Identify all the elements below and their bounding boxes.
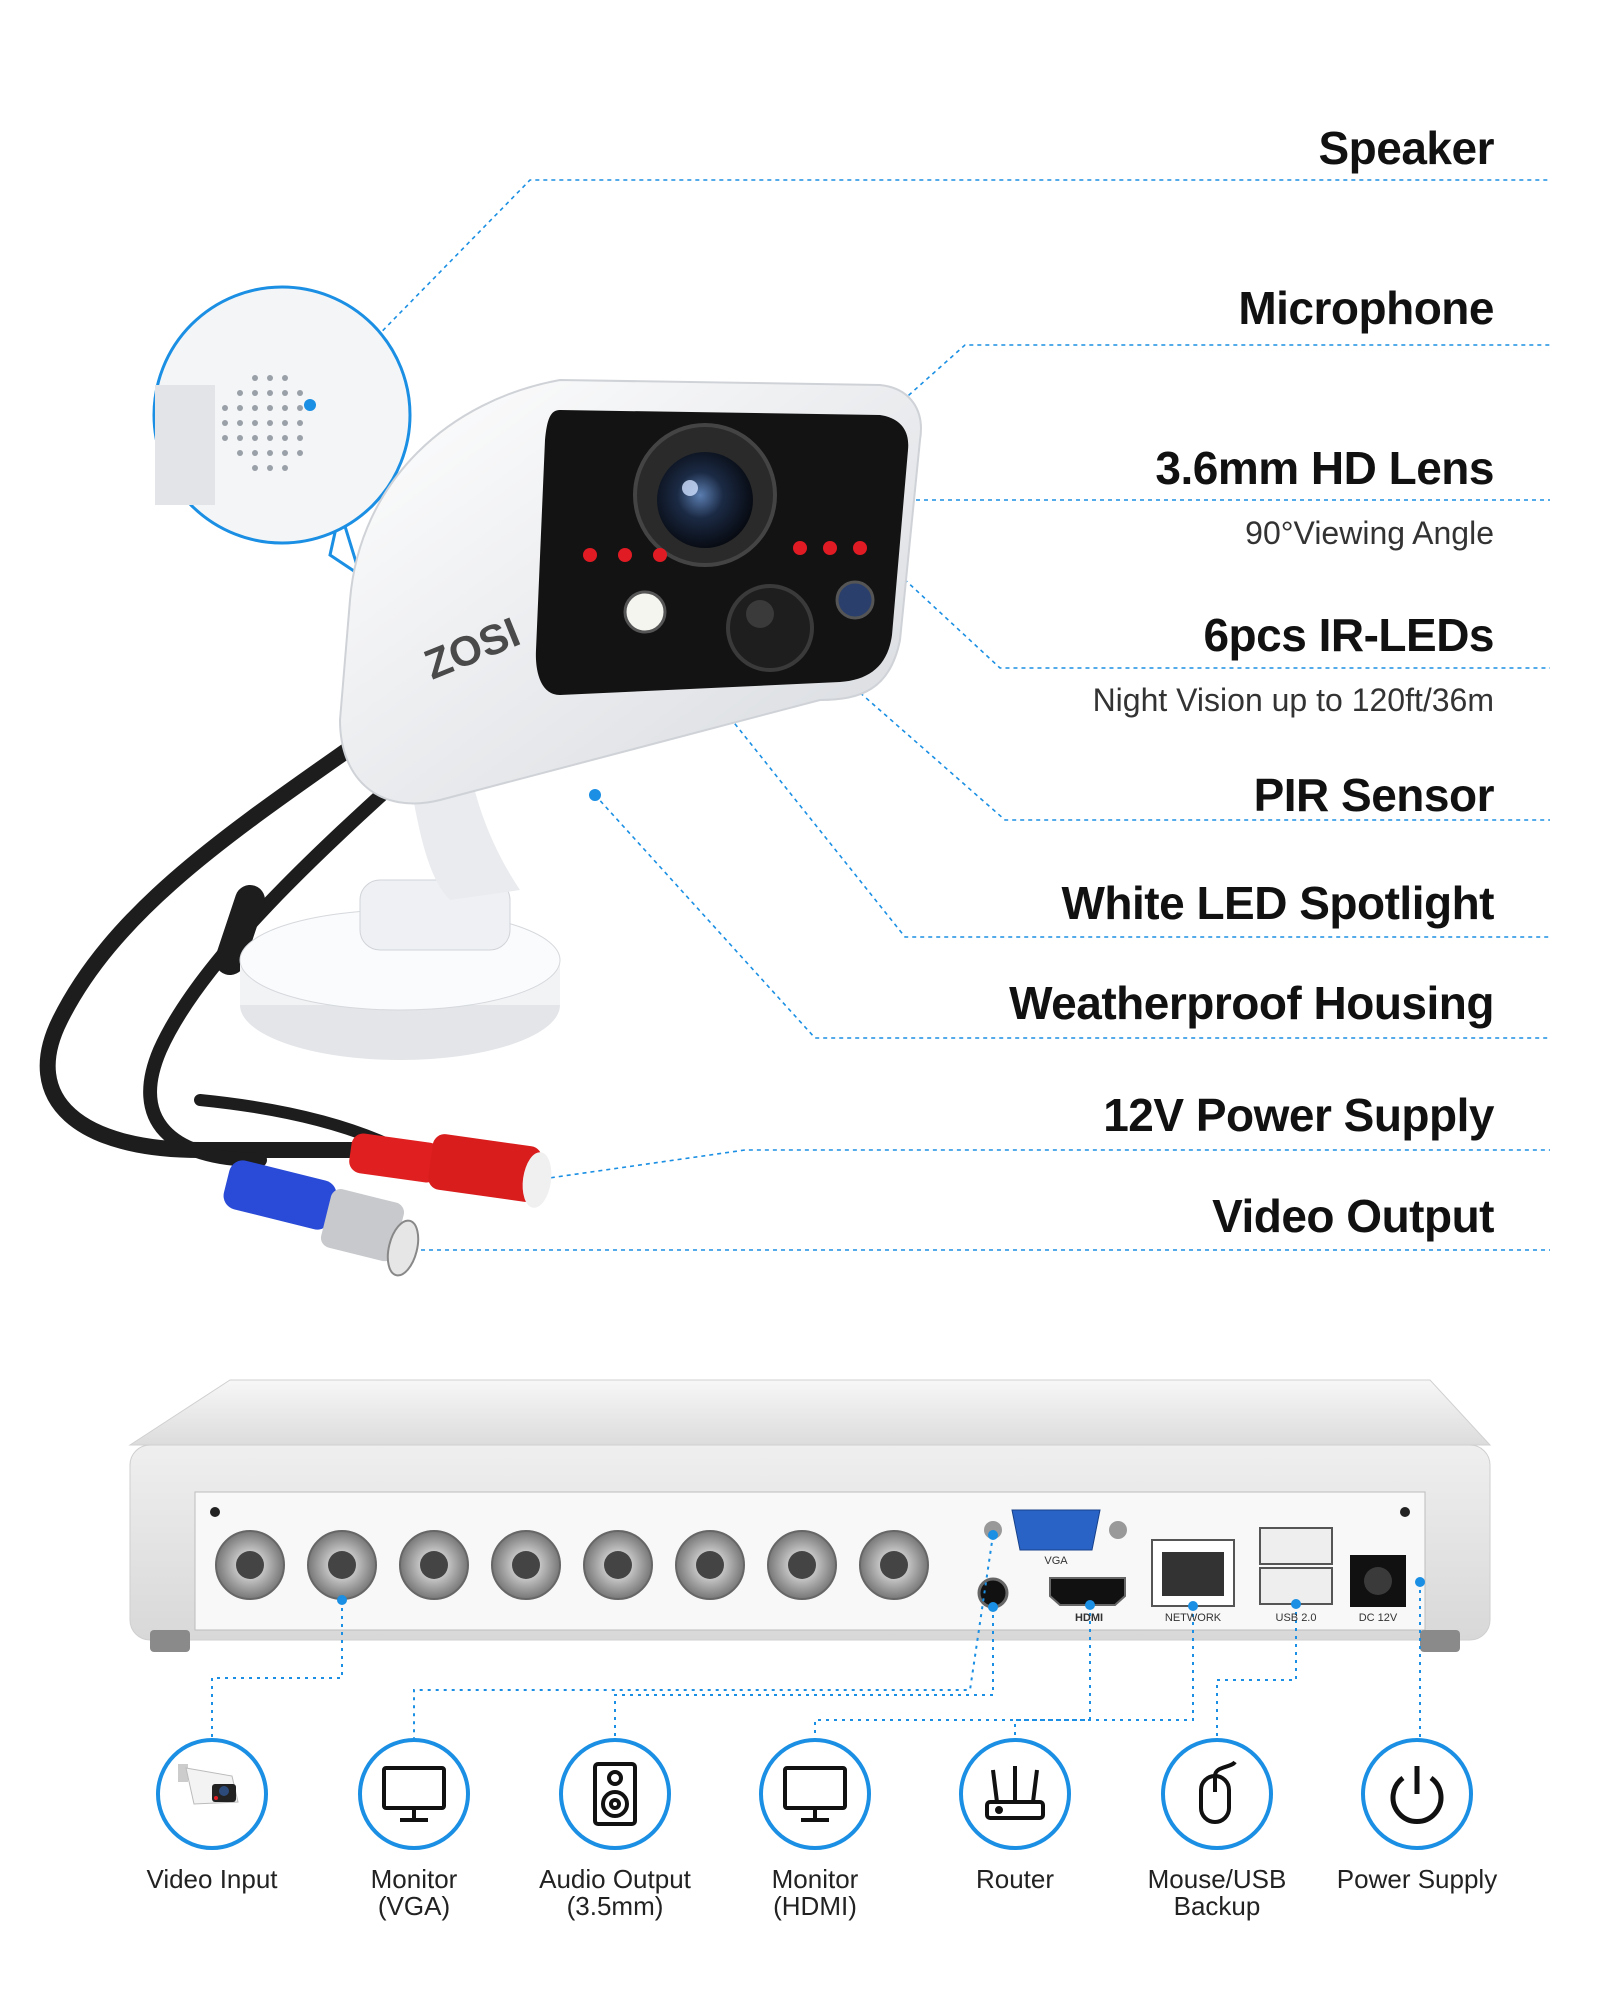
connection-label-router: Router <box>975 1864 1055 1894</box>
bnc-ports <box>215 1530 929 1600</box>
mouse-icon <box>1161 1738 1273 1850</box>
camera-body: ZOSI <box>338 378 922 805</box>
leader-lines <box>309 179 1550 1251</box>
port-label-dc: DC 12V <box>1358 1612 1398 1624</box>
callout-subtitle: Night Vision up to 120ft/36m <box>1092 682 1494 718</box>
port-label-network: NETWORK <box>1164 1612 1222 1624</box>
callout-ir-leds: 6pcs IR-LEDs Night Vision up to 120ft/36… <box>1092 609 1495 718</box>
connection-label-mouse-usb: Mouse/USB Backup <box>1147 1864 1287 1922</box>
callout-title: Speaker <box>1318 122 1494 174</box>
leader-microphone <box>824 344 1550 471</box>
port-label-usb: USB 2.0 <box>1275 1612 1317 1624</box>
leader-ir-leds <box>874 551 1550 669</box>
speaker-zoom-bubble <box>152 285 412 579</box>
callout-video: Video Output <box>1212 1193 1494 1239</box>
callout-lens: 3.6mm HD Lens 90°Viewing Angle <box>1155 445 1494 549</box>
callout-title: Video Output <box>1212 1190 1494 1242</box>
ir-leds <box>583 541 867 562</box>
callout-spotlight: White LED Spotlight <box>1061 880 1494 926</box>
callout-title: 12V Power Supply <box>1103 1089 1494 1141</box>
speaker-grille <box>222 375 303 471</box>
monitor-icon <box>759 1738 871 1850</box>
dvr-recorder <box>128 1379 1492 1652</box>
video-connector <box>223 1160 420 1277</box>
callout-title: Weatherproof Housing <box>1009 977 1494 1029</box>
connection-label-audio-output: Audio Output (3.5mm) <box>539 1864 691 1922</box>
connection-label-monitor-vga: Monitor (VGA) <box>370 1864 458 1922</box>
callout-power: 12V Power Supply <box>1103 1092 1494 1138</box>
callout-title: PIR Sensor <box>1253 769 1495 821</box>
callout-housing: Weatherproof Housing <box>1009 980 1494 1026</box>
power-connector <box>349 1133 552 1208</box>
leader-speaker <box>309 179 1550 406</box>
port-label-vga: VGA <box>1044 1555 1068 1567</box>
dvr-connection-lines <box>211 1534 1421 1738</box>
callout-title: Microphone <box>1238 282 1494 334</box>
monitor-icon <box>358 1738 470 1850</box>
callout-subtitle: 90°Viewing Angle <box>1245 515 1494 551</box>
speaker-icon <box>559 1738 671 1850</box>
camera-mount <box>239 770 561 1060</box>
callout-speaker: Speaker <box>1318 125 1494 171</box>
connection-label-power-supply: Power Supply <box>1336 1864 1498 1894</box>
usb-ports <box>1259 1527 1333 1605</box>
hdmi-port <box>1049 1577 1126 1606</box>
leader-spotlight <box>659 629 1550 938</box>
callout-title: 6pcs IR-LEDs <box>1203 609 1494 661</box>
camera-icon <box>156 1738 268 1850</box>
port-label-hdmi: HDMI <box>1074 1612 1104 1624</box>
callout-title: 3.6mm HD Lens <box>1155 442 1494 494</box>
leader-pir <box>799 639 1550 821</box>
router-icon <box>959 1738 1071 1850</box>
vga-port <box>984 1509 1127 1551</box>
leader-housing <box>594 794 1550 1039</box>
power-icon <box>1361 1738 1473 1850</box>
connection-label-monitor-hdmi: Monitor (HDMI) <box>771 1864 859 1922</box>
callout-title: White LED Spotlight <box>1061 877 1494 929</box>
leader-power <box>534 1149 1550 1181</box>
callout-microphone: Microphone <box>1238 285 1494 331</box>
connection-label-video-input: Video Input <box>146 1864 278 1894</box>
callout-pir: PIR Sensor <box>1253 769 1495 821</box>
